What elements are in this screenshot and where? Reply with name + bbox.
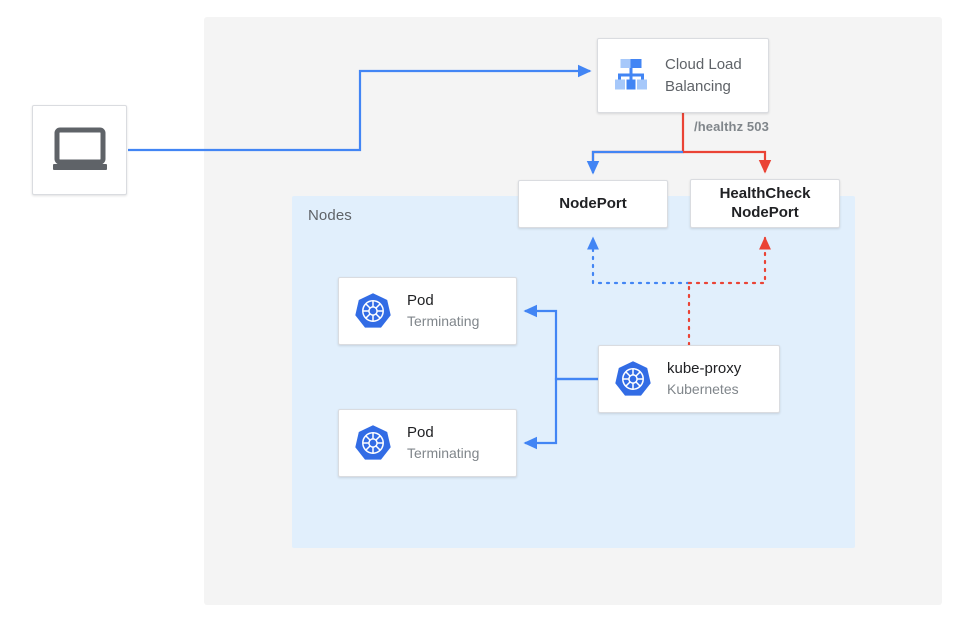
edge-kubeproxy-to-nodeport (586, 236, 691, 285)
laptop-icon (51, 127, 109, 173)
edge-load-balancer-to-nodeport (586, 150, 683, 175)
pod-text-2: Pod Terminating (407, 423, 479, 462)
client-node[interactable] (32, 105, 127, 195)
kubernetes-icon (353, 423, 393, 463)
nodeport-node[interactable]: NodePort (518, 180, 668, 228)
pod-node-2[interactable]: Pod Terminating (338, 409, 517, 477)
nodeport-label: NodePort (559, 194, 627, 212)
pod-status-1: Terminating (407, 312, 480, 329)
pod-title-2: Pod (407, 424, 434, 442)
cloud-load-balancing-icon (610, 55, 652, 97)
kube-proxy-node[interactable]: kube-proxy Kubernetes (598, 345, 780, 413)
kubernetes-icon (613, 359, 653, 399)
kube-proxy-title: kube-proxy (667, 360, 742, 378)
edge-client-to-load-balancer (128, 64, 592, 152)
healthcheck-nodeport-node[interactable]: HealthCheck NodePort (690, 179, 840, 228)
pod-row-1: Pod Terminating (339, 278, 516, 344)
healthcheck-nodeport-label: HealthCheck NodePort (719, 184, 811, 221)
kube-proxy-text: kube-proxy Kubernetes (667, 359, 741, 398)
pod-status-2: Terminating (407, 444, 480, 461)
pod-row-2: Pod Terminating (339, 410, 516, 476)
pod-node-1[interactable]: Pod Terminating (338, 277, 517, 345)
healthz-edge-label: /healthz 503 (694, 119, 769, 134)
edge-load-balancer-to-healthcheck (683, 150, 772, 174)
kubernetes-icon (353, 291, 393, 331)
pod-text-1: Pod Terminating (407, 291, 479, 330)
kube-proxy-subtitle: Kubernetes (667, 380, 739, 397)
edge-load-balancer-trunk (591, 113, 685, 172)
edge-kubeproxy-to-pod-1 (523, 304, 598, 381)
cloud-load-balancing-label: Cloud Load Balancing (665, 56, 742, 95)
cloud-load-balancing-node[interactable]: Cloud Load Balancing (597, 38, 769, 113)
kube-proxy-row: kube-proxy Kubernetes (599, 346, 779, 412)
edge-kubeproxy-to-pod-2 (523, 377, 598, 450)
edge-kubeproxy-to-healthcheck (687, 236, 772, 285)
nodes-panel-label: Nodes (308, 207, 352, 224)
pod-title-1: Pod (407, 292, 434, 310)
